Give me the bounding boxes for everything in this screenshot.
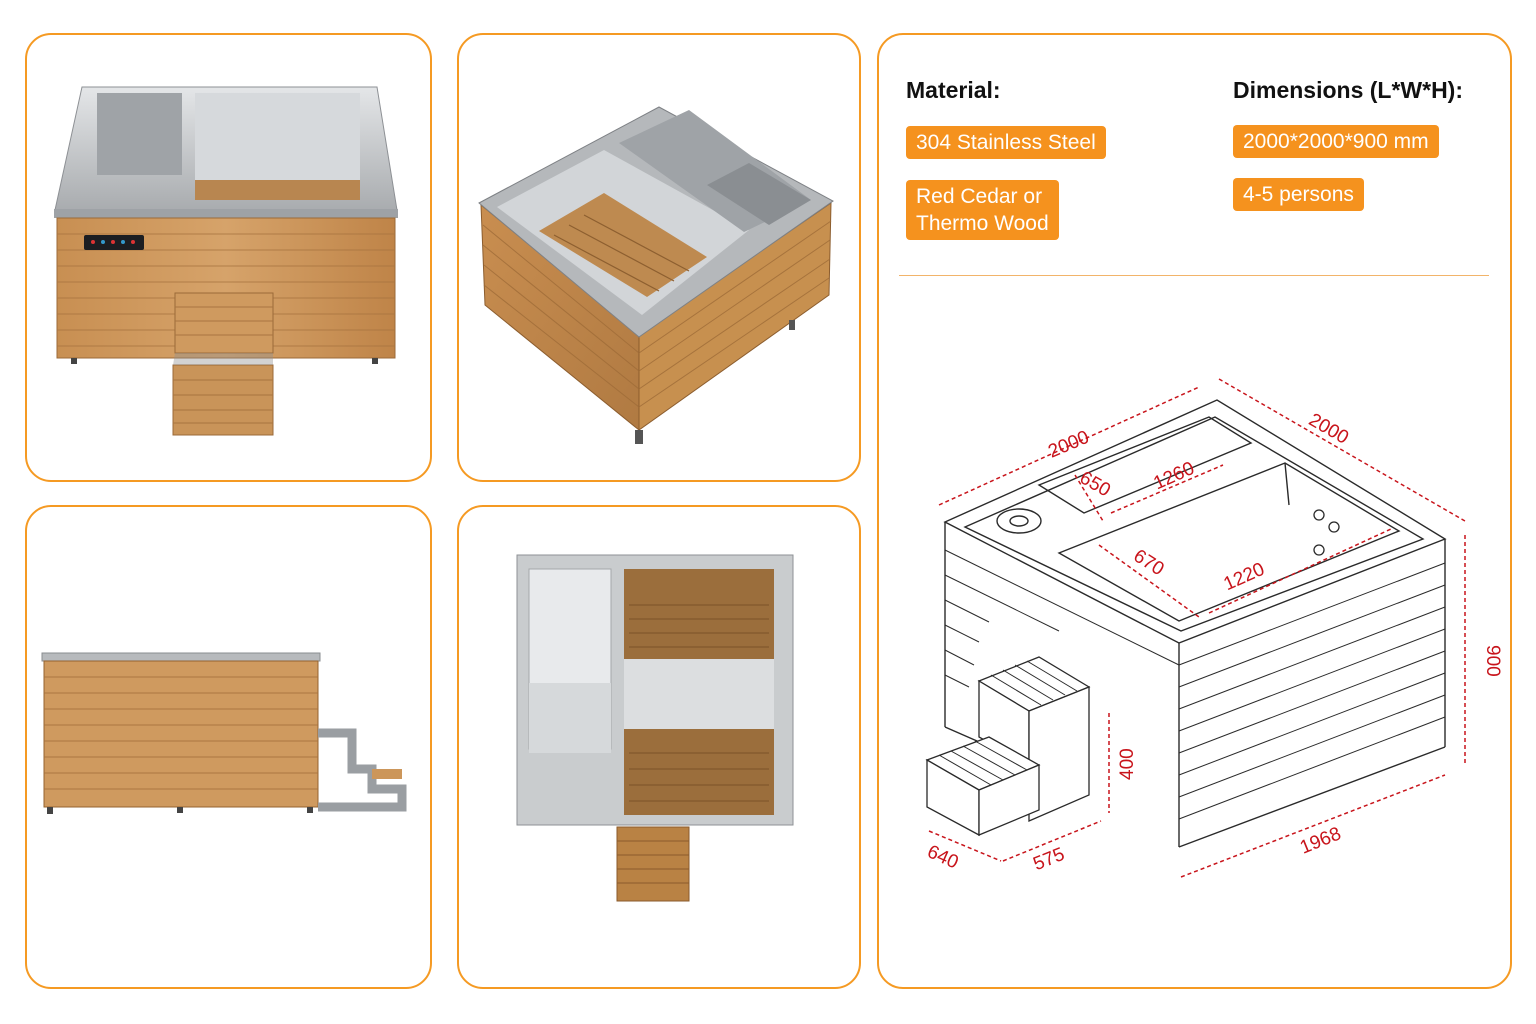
dimension-tag-size: 2000*2000*900 mm <box>1233 125 1439 158</box>
dim-height: 900 <box>1482 645 1503 677</box>
material-tag-steel: 304 Stainless Steel <box>906 126 1106 159</box>
material-tag-wood: Red Cedar or Thermo Wood <box>906 180 1059 240</box>
dim-top-left: 2000 <box>1045 427 1092 463</box>
front-view-panel <box>25 33 432 482</box>
dim-step-depth: 640 <box>924 841 962 873</box>
technical-drawing: 2000 2000 650 1260 670 1220 900 400 1968… <box>924 378 1503 878</box>
jets <box>1313 509 1340 556</box>
dimension-tag-capacity: 4-5 persons <box>1233 178 1364 211</box>
dim-inner-b: 1260 <box>1150 458 1197 494</box>
step-outline <box>925 656 1091 837</box>
material-tag-wood-line1: Red Cedar or <box>916 185 1043 208</box>
top-perspective-panel <box>457 33 861 482</box>
step-slats <box>938 660 1078 786</box>
material-heading: Material: <box>906 77 1001 103</box>
front-view-illustration <box>54 86 398 436</box>
spec-panel: Material: 304 Stainless Steel Red Cedar … <box>877 33 1512 989</box>
dim-step-height: 400 <box>1117 748 1138 780</box>
dim-base-width: 1968 <box>1297 823 1344 858</box>
top-perspective-illustration <box>478 106 834 444</box>
dim-inner-a: 650 <box>1076 467 1114 501</box>
dim-step-width: 575 <box>1030 844 1067 875</box>
material-tag-wood-line2: Thermo Wood <box>916 212 1049 235</box>
tub-outline <box>943 399 1447 848</box>
dimensions-heading: Dimensions (L*W*H): <box>1233 77 1463 103</box>
side-view-illustration <box>41 652 407 814</box>
dimension-lines <box>928 378 1466 878</box>
top-down-view-illustration <box>516 554 794 902</box>
top-down-view-panel <box>457 505 861 989</box>
section-divider <box>899 275 1489 276</box>
slat-lines <box>944 549 1446 820</box>
dim-inner-c: 670 <box>1130 546 1168 581</box>
side-view-panel <box>25 505 432 989</box>
